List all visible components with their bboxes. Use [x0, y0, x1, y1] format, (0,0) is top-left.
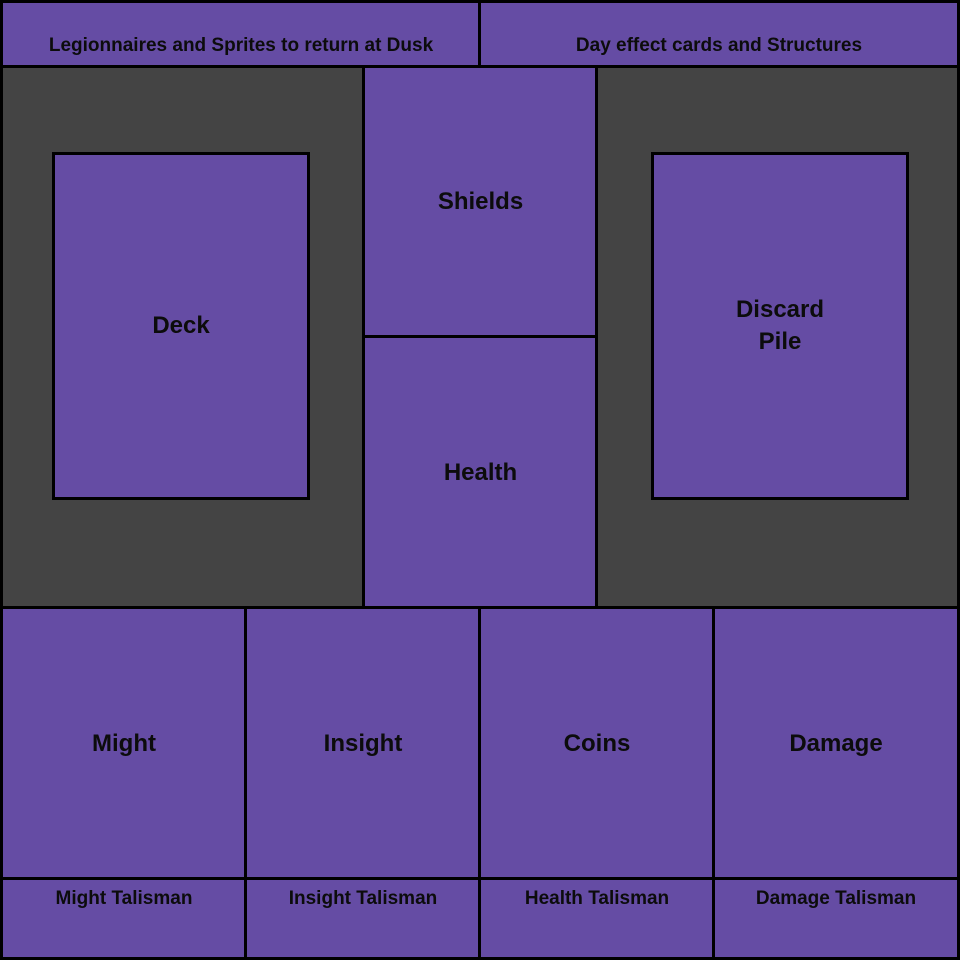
- health-talisman-zone[interactable]: Health Talisman: [478, 877, 716, 960]
- damage-label: Damage: [789, 729, 883, 757]
- legionnaires-sprites-label: Legionnaires and Sprites to return at Du…: [48, 35, 434, 56]
- health-label: Health: [443, 458, 518, 486]
- shields-zone[interactable]: Shields: [362, 65, 599, 339]
- insight-talisman-zone[interactable]: Insight Talisman: [244, 877, 482, 960]
- might-label: Might: [92, 729, 156, 757]
- coins-label: Coins: [563, 729, 631, 757]
- damage-zone[interactable]: Damage: [712, 606, 960, 881]
- health-zone[interactable]: Health: [362, 335, 599, 610]
- day-effect-structures-zone[interactable]: Day effect cards and Structures: [478, 0, 960, 68]
- coins-zone[interactable]: Coins: [478, 606, 716, 881]
- insight-talisman-label: Insight Talisman: [288, 888, 438, 909]
- damage-talisman-zone[interactable]: Damage Talisman: [712, 877, 960, 960]
- shields-label: Shields: [437, 188, 524, 215]
- insight-label: Insight: [323, 729, 403, 757]
- might-zone[interactable]: Might: [0, 606, 248, 881]
- day-effect-structures-label: Day effect cards and Structures: [575, 35, 863, 56]
- legionnaires-sprites-zone[interactable]: Legionnaires and Sprites to return at Du…: [0, 0, 482, 68]
- health-talisman-label: Health Talisman: [524, 888, 670, 909]
- discard-pile-zone[interactable]: Discard Pile: [651, 152, 909, 500]
- insight-zone[interactable]: Insight: [244, 606, 482, 881]
- deck-zone[interactable]: Deck: [52, 152, 310, 500]
- might-talisman-zone[interactable]: Might Talisman: [0, 877, 248, 960]
- deck-label: Deck: [152, 312, 210, 339]
- discard-pile-label: Discard Pile: [735, 296, 825, 355]
- might-talisman-label: Might Talisman: [55, 888, 193, 909]
- damage-talisman-label: Damage Talisman: [755, 888, 917, 909]
